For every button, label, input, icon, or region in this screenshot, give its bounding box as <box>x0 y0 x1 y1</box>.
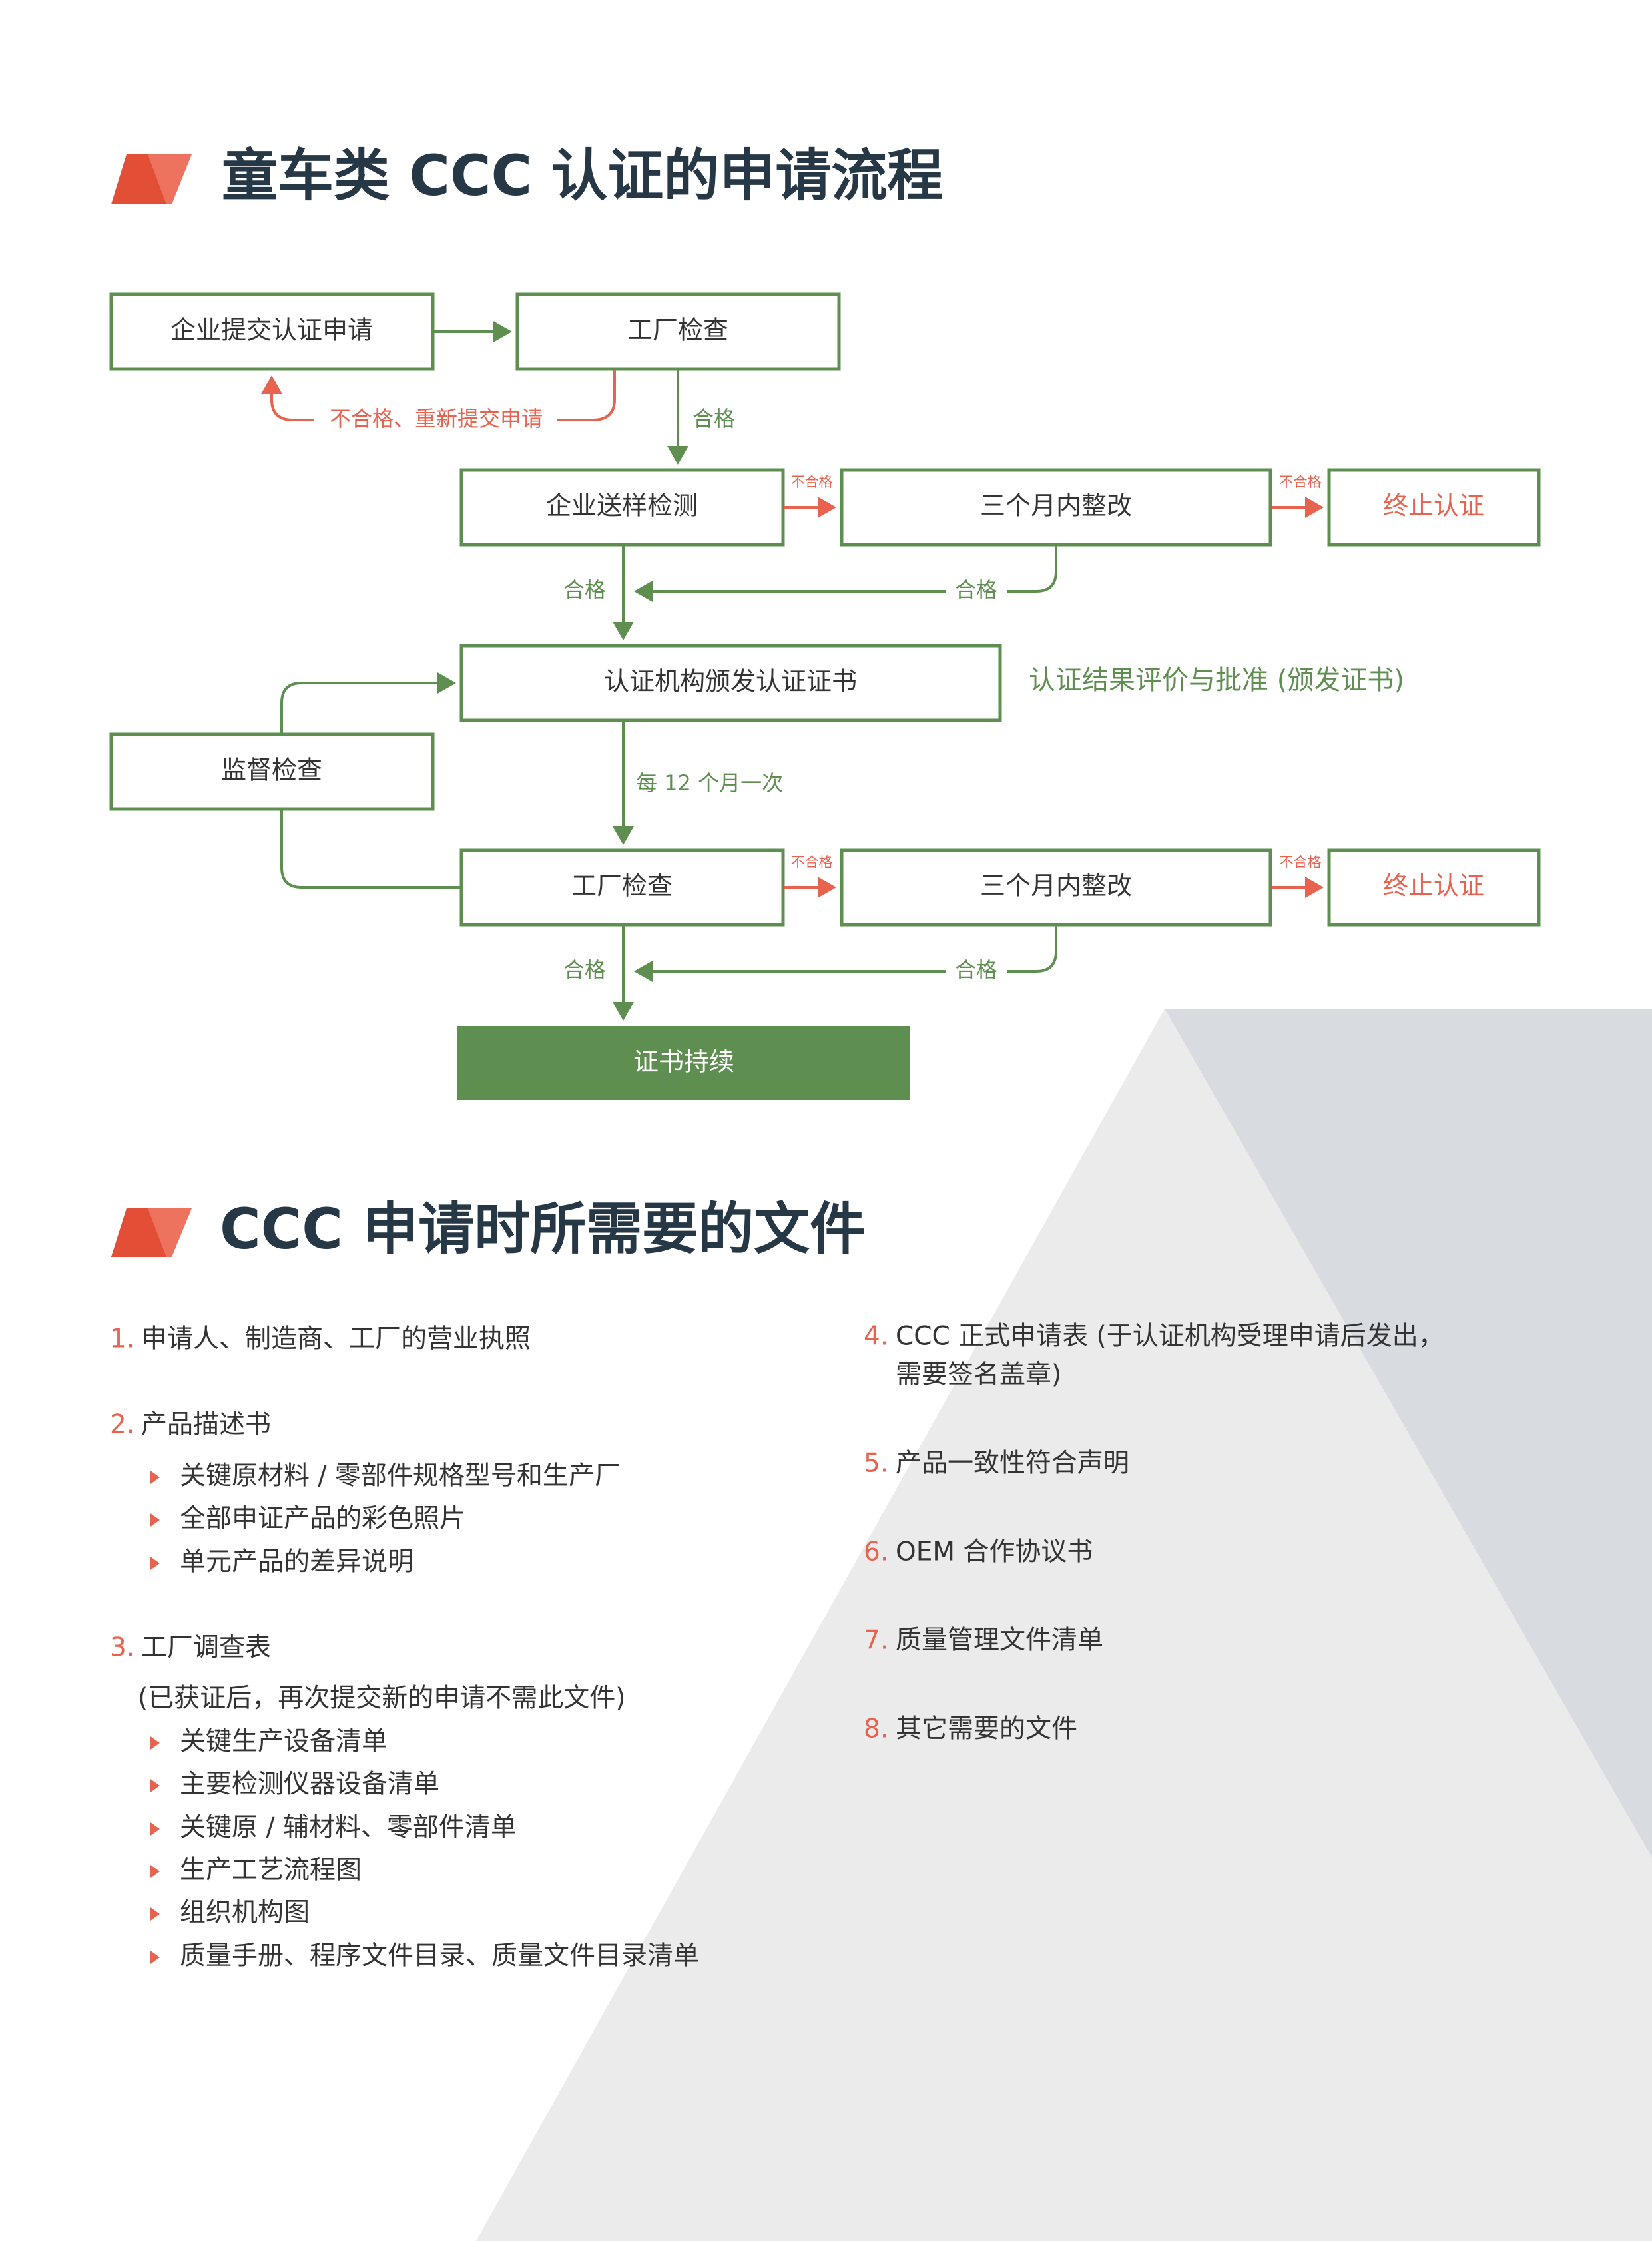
flow-box-factory-check: 工厂检查 <box>515 292 841 371</box>
return-line-2 <box>1007 926 1057 973</box>
svg-text:3.: 3. <box>110 1633 135 1663</box>
supervision-arrow <box>280 672 456 734</box>
svg-text:单元产品的差异说明: 单元产品的差异说明 <box>180 1547 413 1577</box>
return-line <box>1007 546 1057 593</box>
flow-box-submit: 企业提交认证申请 <box>109 292 435 371</box>
svg-text:2.: 2. <box>110 1410 135 1440</box>
svg-text:主要检测仪器设备清单: 主要检测仪器设备清单 <box>180 1770 439 1800</box>
doc-list-right: 4. CCC 正式申请表 (于认证机构受理申请后发出， 需要签名盖章) 5. 产… <box>864 1322 1444 1744</box>
svg-text:全部申证产品的彩色照片: 全部申证产品的彩色照片 <box>180 1504 465 1534</box>
pass-label: 合格 <box>563 577 606 603</box>
flow-box-terminate-2: 终止认证 <box>1327 848 1541 927</box>
svg-text:产品描述书: 产品描述书 <box>141 1410 271 1440</box>
svg-text:6.: 6. <box>864 1537 888 1567</box>
flow-box-rectify-2: 三个月内整改 <box>840 848 1272 927</box>
svg-text:终止认证: 终止认证 <box>1383 491 1484 521</box>
svg-text:申请人、制造商、工厂的营业执照: 申请人、制造商、工厂的营业执照 <box>141 1324 531 1354</box>
pass-label: 合格 <box>692 406 735 431</box>
svg-text:质量手册、程序文件目录、质量文件目录清单: 质量手册、程序文件目录、质量文件目录清单 <box>180 1941 699 1971</box>
flow-box-supervision: 监督检查 <box>109 732 435 811</box>
svg-text:5.: 5. <box>864 1449 888 1479</box>
flow-box-issue-cert: 认证机构颁发认证证书 <box>459 644 1002 722</box>
flow-box-terminate: 终止认证 <box>1327 468 1541 547</box>
svg-text:8.: 8. <box>864 1714 888 1744</box>
svg-text:认证机构颁发认证证书: 认证机构颁发认证证书 <box>604 667 857 696</box>
svg-text:1.: 1. <box>110 1324 135 1354</box>
bg-triangle-light <box>476 1009 1652 2241</box>
pass-label: 合格 <box>955 957 997 983</box>
section-icon <box>111 154 192 204</box>
svg-text:关键生产设备清单: 关键生产设备清单 <box>180 1727 388 1757</box>
fail-label: 不合格 <box>791 474 833 490</box>
svg-text:质量管理文件清单: 质量管理文件清单 <box>896 1626 1103 1656</box>
svg-text:生产工艺流程图: 生产工艺流程图 <box>180 1856 362 1885</box>
fail-label: 不合格 <box>791 854 833 870</box>
flow-box-sample-test: 企业送样检测 <box>459 468 785 547</box>
section-title-documents: CCC 申请时所需要的文件 <box>220 1196 866 1262</box>
svg-text:终止认证: 终止认证 <box>1383 872 1484 901</box>
svg-text:7.: 7. <box>864 1626 888 1656</box>
svg-text:关键原材料 / 零部件规格型号和生产厂: 关键原材料 / 零部件规格型号和生产厂 <box>180 1461 621 1491</box>
svg-text:其它需要的文件: 其它需要的文件 <box>896 1714 1077 1744</box>
svg-text:企业提交认证申请: 企业提交认证申请 <box>170 316 373 345</box>
bg-triangle-dark <box>1165 1009 1652 1858</box>
section-title-process: 童车类 CCC 认证的申请流程 <box>222 143 943 208</box>
svg-text:OEM 合作协议书: OEM 合作协议书 <box>896 1537 1093 1567</box>
svg-text:4.: 4. <box>864 1322 888 1352</box>
resubmit-label: 不合格、重新提交申请 <box>330 406 543 431</box>
fail-label: 不合格 <box>1280 854 1322 870</box>
svg-text:组织机构图: 组织机构图 <box>180 1898 310 1928</box>
doc-list-left: 1. 申请人、制造商、工厂的营业执照 2. 产品描述书 关键原材料 / 零部件规… <box>110 1324 699 1971</box>
section-icon <box>111 1208 192 1257</box>
supervision-line <box>280 809 461 889</box>
issue-note: 认证结果评价与批准 (颁发证书) <box>1029 665 1404 696</box>
svg-text:三个月内整改: 三个月内整改 <box>980 491 1132 521</box>
svg-text:产品一致性符合声明: 产品一致性符合声明 <box>896 1449 1129 1479</box>
svg-text:工厂调查表: 工厂调查表 <box>141 1633 271 1663</box>
svg-text:三个月内整改: 三个月内整改 <box>980 872 1132 901</box>
flow-box-continue: 证书持续 <box>457 1026 910 1100</box>
resubmit-line <box>557 370 616 421</box>
flow-box-factory-check-2: 工厂检查 <box>459 848 785 927</box>
svg-text:证书持续: 证书持续 <box>633 1047 734 1077</box>
resubmit-arrow <box>261 375 314 421</box>
svg-text:企业送样检测: 企业送样检测 <box>546 491 698 521</box>
flow-box-rectify: 三个月内整改 <box>840 468 1272 547</box>
svg-text:监督检查: 监督检查 <box>221 756 322 785</box>
svg-text:工厂检查: 工厂检查 <box>571 872 673 901</box>
svg-text:需要签名盖章): 需要签名盖章) <box>896 1360 1061 1390</box>
svg-text:(已获证后，再次提交新的申请不需此文件): (已获证后，再次提交新的申请不需此文件) <box>138 1684 625 1714</box>
fail-label: 不合格 <box>1280 474 1322 490</box>
frequency-label: 每 12 个月一次 <box>636 770 783 796</box>
pass-label: 合格 <box>955 577 997 603</box>
svg-text:工厂检查: 工厂检查 <box>627 316 728 345</box>
svg-text:CCC 正式申请表 (于认证机构受理申请后发出，: CCC 正式申请表 (于认证机构受理申请后发出， <box>896 1322 1444 1352</box>
pass-label: 合格 <box>563 957 606 983</box>
svg-text:关键原 / 辅材料、零部件清单: 关键原 / 辅材料、零部件清单 <box>180 1813 517 1843</box>
